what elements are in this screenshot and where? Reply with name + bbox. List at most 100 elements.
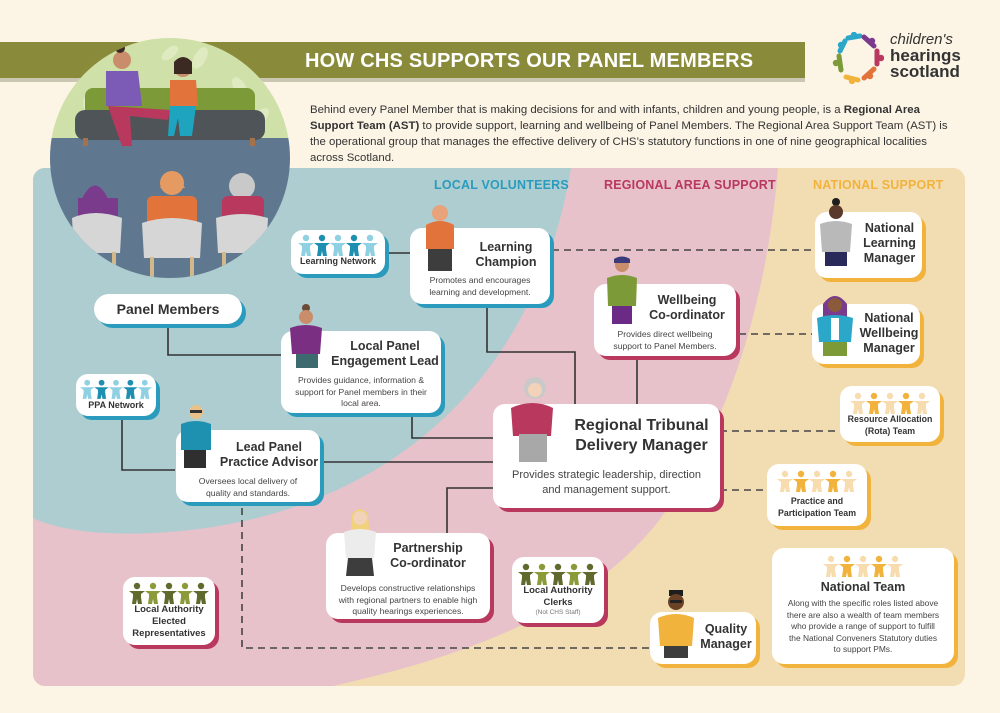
- chain-person-head: [875, 555, 883, 563]
- partnership-title-1: Partnership: [393, 541, 463, 555]
- chain-person-head: [127, 379, 134, 386]
- logo-line-2: hearings: [890, 46, 961, 65]
- lple-desc-2: support for Panel members in their: [295, 386, 427, 397]
- partnership-desc-1: Develops constructive relationships: [340, 583, 476, 593]
- chain-person-head: [98, 379, 105, 386]
- national-team-card[interactable]: National Team Along with the specific ro…: [772, 548, 954, 664]
- logo-line-1: children's: [890, 31, 953, 48]
- lppa-avatar-icon: [181, 405, 211, 468]
- chain-person-body: [882, 401, 898, 414]
- la-clerks-title-1: Local Authority: [523, 585, 593, 596]
- rtdm-avatar-icon: [511, 377, 553, 462]
- la-elected-title-3: Representatives: [132, 628, 206, 639]
- people-chain-icon: [298, 234, 378, 256]
- chain-person-body: [298, 243, 314, 256]
- chain-person-head: [149, 582, 157, 590]
- chain-person-body: [898, 401, 914, 414]
- people-chain-icon: [850, 392, 930, 414]
- chain-person-body: [866, 401, 882, 414]
- chain-person-head: [891, 555, 899, 563]
- lple-desc-3: local area.: [341, 398, 381, 408]
- learning-champion-title-2: Champion: [475, 255, 537, 269]
- ppa-network-card[interactable]: PPA Network: [76, 374, 156, 416]
- chain-person-head: [133, 582, 141, 590]
- page-title: HOW CHS SUPPORTS OUR PANEL MEMBERS: [305, 50, 754, 72]
- chain-figures: [850, 392, 930, 414]
- panel-hearing-illustration: [50, 38, 290, 278]
- chain-person-body: [825, 479, 841, 492]
- partnership-desc-3: quality hearings experiences.: [352, 606, 464, 616]
- chain-person-body: [129, 591, 145, 604]
- chain-person-head: [854, 392, 862, 400]
- chain-person-body: [887, 564, 903, 577]
- chain-person-head: [902, 392, 910, 400]
- lppa-desc-1: Oversees local delivery of: [198, 476, 298, 486]
- chain-person-body: [108, 387, 124, 399]
- lple-title-2: Engagement Lead: [331, 354, 439, 368]
- chain-person-head: [522, 563, 530, 571]
- chain-person-body: [145, 591, 161, 604]
- chain-person-head: [870, 392, 878, 400]
- people-chain-icon: [823, 555, 903, 577]
- chain-figures: [298, 234, 378, 256]
- chain-person-head: [350, 234, 358, 242]
- chain-person-body: [346, 243, 362, 256]
- local-authority-clerks-card[interactable]: Local Authority Clerks (Not CHS Staff): [512, 557, 604, 623]
- chain-person-head: [84, 379, 91, 386]
- partnership-desc-2: with regional partners to enable high: [338, 594, 478, 605]
- lple-desc-1: Provides guidance, information &: [297, 375, 425, 385]
- learning-network-card[interactable]: Learning Network: [291, 230, 385, 274]
- chain-person-body: [330, 243, 346, 256]
- la-elected-title-2: Elected: [152, 616, 186, 627]
- practice-title-1: Practice and: [790, 496, 844, 506]
- partnership-title-2: Co-ordinator: [390, 556, 466, 570]
- chain-person-body: [123, 387, 138, 399]
- partnership-avatar-icon: [344, 509, 376, 576]
- wellbeing-title-1: Wellbeing: [657, 293, 717, 307]
- resource-allocation-team-card[interactable]: Resource Allocation (Rota) Team: [840, 386, 940, 442]
- chain-person-body: [161, 591, 177, 604]
- chain-person-body: [362, 243, 378, 256]
- chain-person-head: [827, 555, 835, 563]
- nlm-title-2: Learning: [863, 236, 916, 250]
- quality-manager-avatar-icon: [658, 590, 694, 658]
- people-chain-icon: [80, 379, 152, 399]
- chain-person-head: [843, 555, 851, 563]
- nlm-title-3: Manager: [863, 251, 916, 265]
- zone-label-regional: REGIONAL AREA SUPPORT: [604, 178, 776, 192]
- chain-person-body: [566, 572, 582, 585]
- chain-person-body: [534, 572, 550, 585]
- chain-person-head: [829, 470, 837, 478]
- ppa-network-title: PPA Network: [88, 400, 144, 410]
- nlm-avatar-icon: [820, 198, 852, 266]
- chain-person-body: [177, 591, 193, 604]
- chain-person-head: [113, 379, 119, 386]
- chain-figures: [80, 379, 152, 399]
- chs-logo: children's hearings scotland: [832, 28, 972, 90]
- la-clerks-title-2: Clerks: [543, 597, 573, 608]
- chain-person-head: [538, 563, 546, 571]
- chain-person-body: [137, 387, 152, 399]
- local-authority-elected-card[interactable]: Local Authority Elected Representatives: [123, 577, 215, 645]
- chain-person-body: [855, 564, 871, 577]
- nwm-title-2: Wellbeing: [859, 326, 919, 340]
- lppa-desc-2: quality and standards.: [205, 487, 291, 498]
- lppa-title-1: Lead Panel: [236, 440, 302, 454]
- wellbeing-title-2: Co-ordinator: [649, 308, 725, 322]
- local-panel-engagement-lead-card[interactable]: Local Panel Engagement Lead Provides gui…: [281, 331, 441, 413]
- chain-person-body: [550, 572, 566, 585]
- zone-label-local: LOCAL VOLUNTEERS: [434, 178, 569, 192]
- chain-person-head: [141, 379, 148, 386]
- learning-champion-desc-1: Promotes and encourages: [429, 275, 531, 285]
- chain-person-body: [777, 479, 793, 492]
- wellbeing-desc-1: Provides direct wellbeing: [617, 329, 713, 339]
- national-team-title: National Team: [820, 580, 906, 594]
- chain-person-head: [554, 563, 562, 571]
- panel-members-card[interactable]: Panel Members: [94, 294, 242, 324]
- people-chain-icon: [518, 563, 598, 585]
- chain-person-head: [797, 470, 805, 478]
- intro-text-2: to provide support, learning and wellbei…: [310, 120, 948, 164]
- nlm-title-1: National: [864, 221, 915, 235]
- chain-person-body: [193, 591, 209, 604]
- practice-participation-team-card[interactable]: Practice and Participation Team: [767, 464, 867, 526]
